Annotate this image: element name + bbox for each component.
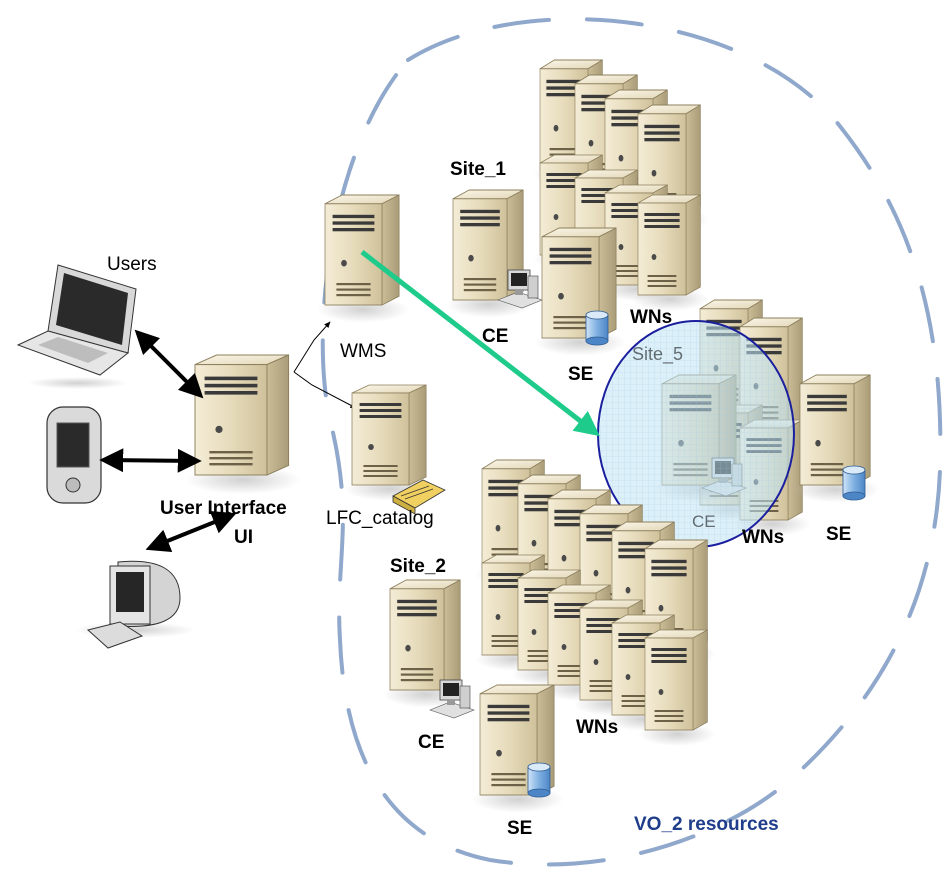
laptop-icon bbox=[16, 264, 137, 389]
user-interface-label: User Interface bbox=[160, 498, 287, 519]
site-5-disk-icon bbox=[842, 465, 866, 501]
site-5-ce-label: CE bbox=[692, 512, 716, 531]
site-2-se-label: SE bbox=[507, 818, 532, 839]
desktop-ui-arrow bbox=[145, 511, 237, 552]
site-5-label: Site_5 bbox=[632, 344, 683, 365]
site-2-ce-label: CE bbox=[418, 732, 444, 753]
ui-lfc-arrow bbox=[293, 371, 357, 409]
ui-wms-arrow bbox=[293, 321, 331, 373]
wms-server-icon bbox=[316, 194, 410, 324]
site-5-wns-label: WNs bbox=[742, 527, 784, 548]
catalog-icon bbox=[392, 479, 446, 515]
users-label: Users bbox=[107, 254, 157, 275]
site-2-disk-icon bbox=[527, 762, 551, 798]
laptop-ui-arrow bbox=[134, 329, 204, 399]
ui-label: UI bbox=[234, 527, 253, 548]
site-1-label: Site_1 bbox=[450, 159, 506, 180]
site-1-disk-icon bbox=[585, 310, 609, 346]
site-5-se-label: SE bbox=[826, 524, 851, 545]
site-1-ce-label: CE bbox=[482, 326, 508, 347]
pda-ui-arrow bbox=[99, 448, 202, 473]
ui-server-icon bbox=[184, 354, 302, 495]
site-1-wns-label: WNs bbox=[630, 307, 672, 328]
site-2-label: Site_2 bbox=[390, 556, 446, 577]
wms-label: WMS bbox=[340, 341, 386, 362]
site-5-highlight-grid bbox=[600, 323, 792, 545]
pda-icon bbox=[46, 406, 102, 504]
vo-resources-label: VO_2 resources bbox=[634, 814, 779, 835]
vo-boundary bbox=[320, 17, 943, 867]
site-5-se-server bbox=[792, 374, 880, 504]
wms-submit-arrow bbox=[360, 250, 600, 437]
site-1-se-label: SE bbox=[568, 364, 593, 385]
site-2-wns-label: WNs bbox=[576, 717, 618, 738]
lfc-catalog-label: LFC_catalog bbox=[326, 508, 434, 529]
desktop-computer-icon bbox=[75, 560, 195, 649]
site-1-se-server bbox=[533, 227, 627, 357]
